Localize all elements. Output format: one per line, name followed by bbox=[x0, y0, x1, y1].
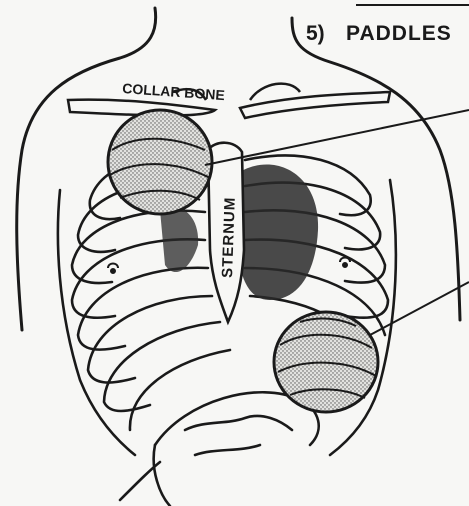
paddle-upper bbox=[108, 110, 212, 214]
step-number: 5) bbox=[306, 22, 325, 45]
heart-shadow bbox=[235, 164, 318, 300]
collar-bone bbox=[68, 84, 390, 118]
collar-bone-label: COLLAR BONE bbox=[122, 80, 226, 103]
header: 5) PADDLES bbox=[306, 5, 469, 45]
abdomen bbox=[120, 392, 319, 506]
sternum-label: STERNUM bbox=[219, 196, 239, 278]
left-shadow bbox=[160, 207, 198, 272]
step-title: PADDLES bbox=[346, 22, 452, 45]
paddle-lower bbox=[274, 312, 378, 412]
